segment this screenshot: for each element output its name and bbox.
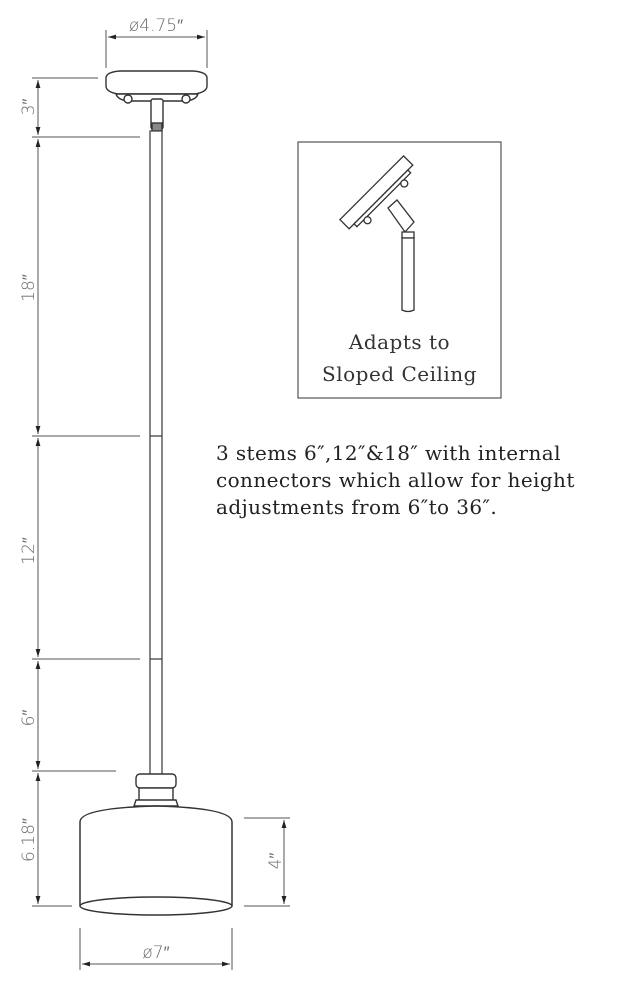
canopy-height-label: 3″ (19, 99, 39, 116)
inset-caption-line2: Sloped Ceiling (322, 362, 477, 386)
shade-height-label: 4″ (266, 853, 286, 870)
socket-fitter (133, 773, 179, 807)
canopy (105, 70, 208, 132)
stem-12-label: 12″ (19, 537, 39, 565)
shade-diameter-dimension (79, 928, 233, 970)
shade-height-dimension (244, 817, 290, 907)
inset-caption-line1: Adapts to (348, 330, 451, 354)
stem-18-label: 18″ (19, 274, 39, 302)
shade (79, 805, 233, 916)
stem-note: 3 stems 6″,12″&18″ with internal connecto… (216, 440, 575, 521)
stem-note-line1: 3 stems 6″,12″&18″ with internal (216, 441, 561, 465)
height-dimensions (32, 77, 140, 907)
canopy-diameter-dimension (105, 30, 208, 68)
stem (149, 130, 163, 778)
canopy-diameter-label: ø4.75″ (129, 16, 183, 36)
shade-diameter-label: ø7″ (142, 943, 169, 963)
sloped-ceiling-icon (339, 155, 415, 313)
stem-note-line3: adjustments from 6″to 36″. (216, 495, 498, 519)
stem-6-label: 6″ (19, 710, 39, 727)
shade-total-height-label: 6.18″ (19, 818, 39, 862)
stem-note-line2: connectors which allow for height (216, 468, 575, 492)
